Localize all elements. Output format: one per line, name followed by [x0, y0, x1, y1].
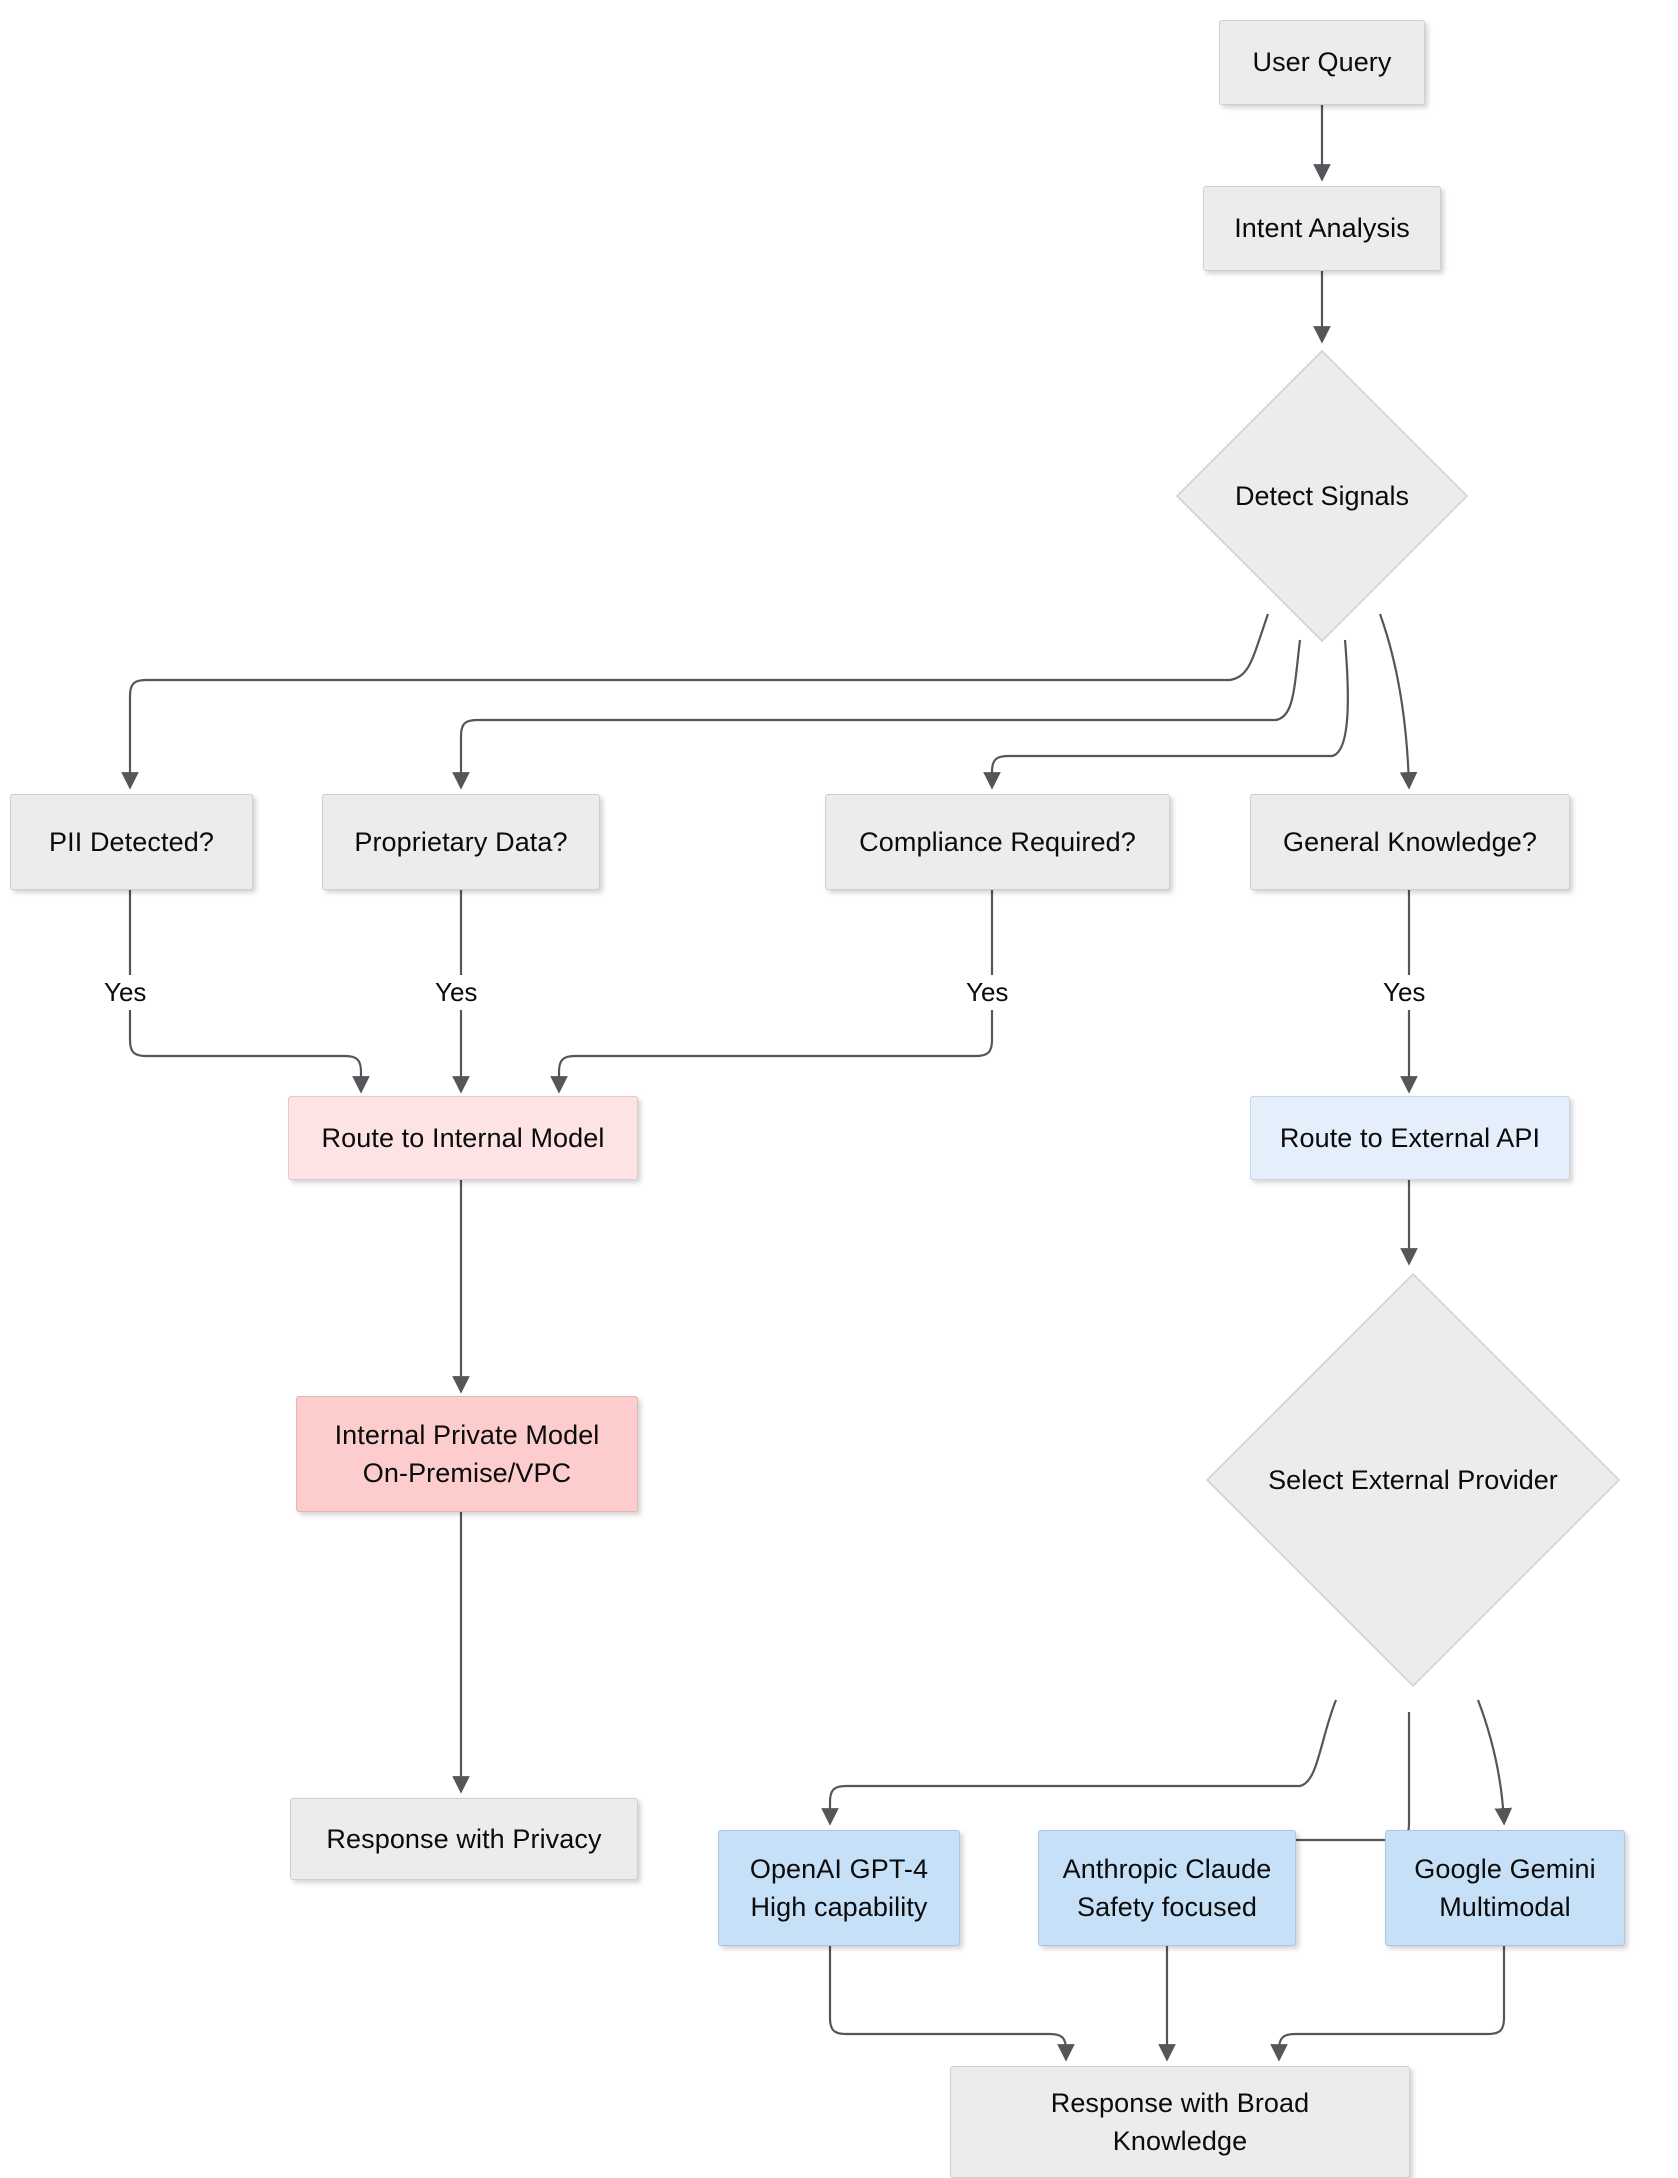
node-detect-signals[interactable]: Detect Signals [1174, 348, 1470, 644]
node-compliance-required[interactable]: Compliance Required? [825, 794, 1170, 890]
edge-detect-to-pii [121, 613, 1270, 790]
node-pii-detected-label: PII Detected? [49, 826, 214, 857]
edge-label-general-yes: Yes [1377, 975, 1432, 1010]
edge-label-compliance-yes: Yes [960, 975, 1015, 1010]
node-route-external-api-label: Route to External API [1279, 1122, 1541, 1153]
node-anthropic-claude[interactable]: Anthropic Claude Safety focused [1038, 1830, 1296, 1946]
edge-detect-to-compliance [983, 639, 1349, 790]
node-detect-signals-label: Detect Signals [1234, 480, 1410, 511]
node-proprietary-data[interactable]: Proprietary Data? [322, 794, 600, 890]
node-response-with-broad-knowledge[interactable]: Response with Broad Knowledge [950, 2066, 1410, 2178]
edge-label-proprietary-yes: Yes [429, 975, 484, 1010]
node-openai-gpt4-line1: OpenAI GPT-4 [749, 1853, 929, 1884]
node-google-gemini-text: Google Gemini Multimodal [1414, 1850, 1595, 1927]
edge-label-compliance-yes-text: Yes [966, 977, 1009, 1007]
node-route-external-api[interactable]: Route to External API [1250, 1096, 1570, 1180]
node-proprietary-data-label: Proprietary Data? [354, 826, 568, 857]
node-openai-gpt4[interactable]: OpenAI GPT-4 High capability [718, 1830, 960, 1946]
node-general-knowledge[interactable]: General Knowledge? [1250, 794, 1570, 890]
node-anthropic-claude-line1: Anthropic Claude [1062, 1853, 1272, 1884]
edge-label-general-yes-text: Yes [1383, 977, 1426, 1007]
node-openai-gpt4-line2: High capability [750, 1892, 928, 1922]
node-user-query-label: User Query [1252, 47, 1392, 78]
node-route-internal-model-label: Route to Internal Model [321, 1122, 605, 1153]
node-openai-gpt4-text: OpenAI GPT-4 High capability [750, 1850, 928, 1927]
node-response-with-privacy[interactable]: Response with Privacy [290, 1798, 638, 1880]
edge-pii-to-route-internal [128, 890, 370, 1094]
edge-compliance-to-route-internal [550, 890, 994, 1094]
select-provider-diamond-shape [1205, 1272, 1621, 1688]
edge-label-pii-yes: Yes [98, 975, 153, 1010]
node-response-broad-line1: Response with Broad [1050, 2087, 1310, 2118]
node-google-gemini-line1: Google Gemini [1414, 1853, 1596, 1884]
node-response-broad-line2: Knowledge [1112, 2126, 1248, 2156]
node-google-gemini[interactable]: Google Gemini Multimodal [1385, 1830, 1625, 1946]
node-user-query[interactable]: User Query [1219, 20, 1425, 105]
node-internal-private-model-line2: On-Premise/VPC [362, 1458, 572, 1488]
node-internal-private-model[interactable]: Internal Private Model On-Premise/VPC [296, 1396, 638, 1512]
node-google-gemini-line2: Multimodal [1439, 1892, 1571, 1922]
edge-select-to-openai [821, 1699, 1338, 1826]
edge-select-to-google [1476, 1699, 1513, 1826]
node-select-external-provider-label: Select External Provider [1268, 1464, 1558, 1495]
node-response-with-privacy-label: Response with Privacy [326, 1823, 602, 1854]
edge-label-proprietary-yes-text: Yes [435, 977, 478, 1007]
node-select-external-provider[interactable]: Select External Provider [1203, 1270, 1623, 1690]
node-internal-private-model-text: Internal Private Model On-Premise/VPC [335, 1416, 600, 1493]
node-internal-private-model-line1: Internal Private Model [334, 1419, 600, 1450]
node-intent-analysis-label: Intent Analysis [1234, 213, 1410, 244]
detect-signals-diamond-shape [1175, 349, 1469, 643]
edge-detect-to-proprietary [452, 639, 1302, 790]
edge-label-pii-yes-text: Yes [104, 977, 147, 1007]
node-compliance-required-label: Compliance Required? [859, 826, 1136, 857]
node-intent-analysis[interactable]: Intent Analysis [1203, 186, 1441, 271]
node-pii-detected[interactable]: PII Detected? [10, 794, 253, 890]
node-general-knowledge-label: General Knowledge? [1283, 826, 1537, 857]
node-response-with-broad-knowledge-text: Response with Broad Knowledge [1051, 2084, 1310, 2161]
node-anthropic-claude-text: Anthropic Claude Safety focused [1063, 1850, 1272, 1927]
node-anthropic-claude-line2: Safety focused [1076, 1892, 1257, 1922]
node-route-internal-model[interactable]: Route to Internal Model [288, 1096, 638, 1180]
